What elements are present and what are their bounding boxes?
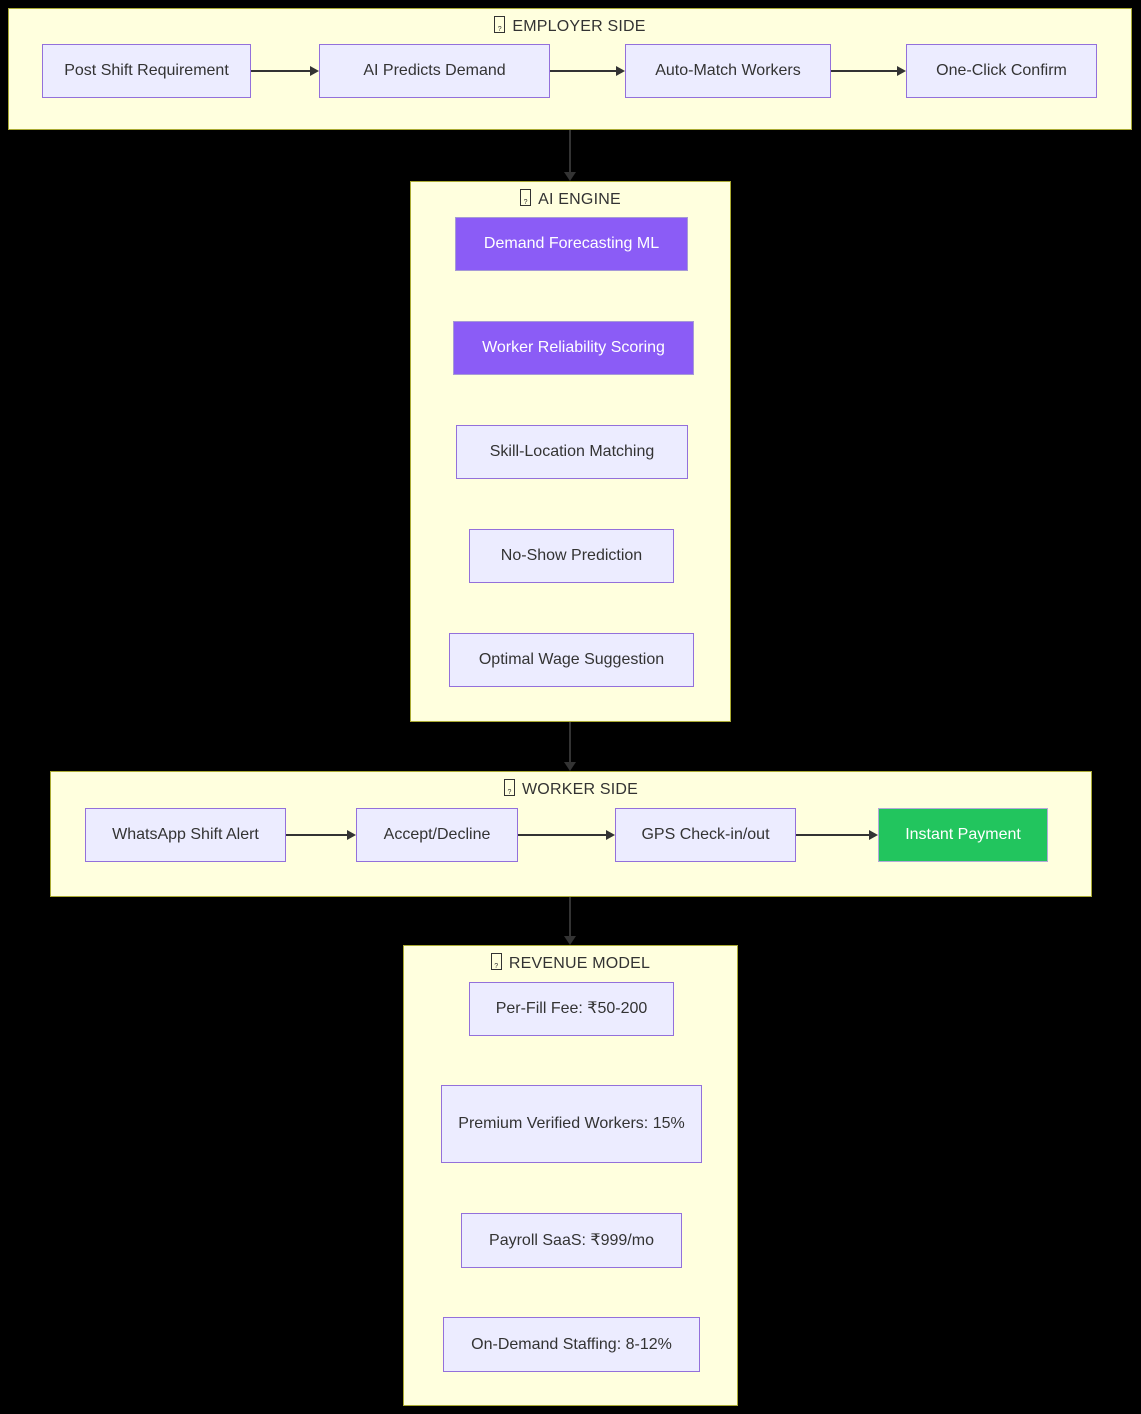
missing-glyph-icon: [520, 189, 532, 206]
node-instant-payment: Instant Payment: [878, 808, 1048, 862]
arrow-match-to-confirm: [831, 66, 906, 76]
arrow-line: [550, 70, 617, 72]
arrow-alert-to-accept: [286, 830, 356, 840]
arrow-worker-to-revenue: [564, 897, 576, 945]
arrow-line: [569, 897, 571, 937]
arrow-head-icon: [606, 830, 615, 840]
section-ai-engine-title: AI ENGINE: [411, 189, 730, 209]
arrow-ai-to-worker: [564, 722, 576, 771]
node-payroll-saas: Payroll SaaS: ₹999/mo: [461, 1213, 682, 1268]
section-worker-title: WORKER SIDE: [51, 779, 1091, 799]
arrow-line: [796, 834, 870, 836]
missing-glyph-icon: [494, 16, 506, 33]
arrow-line: [569, 722, 571, 763]
section-revenue-title: REVENUE MODEL: [404, 953, 737, 973]
node-demand-forecasting-ml: Demand Forecasting ML: [455, 217, 688, 271]
missing-glyph-icon: [504, 779, 515, 796]
node-on-demand-staffing: On-Demand Staffing: 8-12%: [443, 1317, 700, 1372]
arrow-head-icon: [564, 762, 576, 771]
node-skill-location-matching: Skill-Location Matching: [456, 425, 688, 479]
section-title-text: REVENUE MODEL: [508, 955, 651, 972]
section-title-text: WORKER SIDE: [522, 781, 638, 798]
node-accept-decline: Accept/Decline: [356, 808, 518, 862]
arrow-head-icon: [869, 830, 878, 840]
arrow-head-icon: [347, 830, 356, 840]
node-post-shift-requirement: Post Shift Requirement: [42, 44, 251, 98]
missing-glyph-icon: [490, 953, 502, 970]
node-premium-verified-workers: Premium Verified Workers: 15%: [441, 1085, 702, 1163]
arrow-post-to-predict: [251, 66, 319, 76]
section-worker-side: WORKER SIDE WhatsApp Shift Alert Accept/…: [50, 771, 1092, 897]
node-no-show-prediction: No-Show Prediction: [469, 529, 674, 583]
node-gps-check-in-out: GPS Check-in/out: [615, 808, 796, 862]
arrow-accept-to-gps: [518, 830, 615, 840]
arrow-head-icon: [564, 936, 576, 945]
section-employer-title: EMPLOYER SIDE: [9, 16, 1131, 36]
arrow-head-icon: [310, 66, 319, 76]
node-auto-match-workers: Auto-Match Workers: [625, 44, 831, 98]
arrow-head-icon: [616, 66, 625, 76]
arrow-line: [251, 70, 311, 72]
section-ai-engine: AI ENGINE Demand Forecasting ML Worker R…: [410, 181, 731, 722]
arrow-line: [831, 70, 898, 72]
arrow-line: [286, 834, 348, 836]
section-title-text: EMPLOYER SIDE: [512, 18, 646, 35]
arrow-head-icon: [897, 66, 906, 76]
section-employer-side: EMPLOYER SIDE Post Shift Requirement AI …: [8, 8, 1132, 130]
node-worker-reliability-scoring: Worker Reliability Scoring: [453, 321, 694, 375]
arrow-head-icon: [564, 172, 576, 181]
node-optimal-wage-suggestion: Optimal Wage Suggestion: [449, 633, 694, 687]
node-per-fill-fee: Per-Fill Fee: ₹50-200: [469, 982, 674, 1036]
arrow-line: [518, 834, 607, 836]
arrow-employer-to-ai: [564, 130, 576, 181]
section-title-text: AI ENGINE: [538, 191, 621, 208]
node-one-click-confirm: One-Click Confirm: [906, 44, 1097, 98]
section-revenue-model: REVENUE MODEL Per-Fill Fee: ₹50-200 Prem…: [403, 945, 738, 1406]
arrow-gps-to-payment: [796, 830, 878, 840]
node-whatsapp-shift-alert: WhatsApp Shift Alert: [85, 808, 286, 862]
node-ai-predicts-demand: AI Predicts Demand: [319, 44, 550, 98]
arrow-line: [569, 130, 571, 173]
arrow-predict-to-match: [550, 66, 625, 76]
